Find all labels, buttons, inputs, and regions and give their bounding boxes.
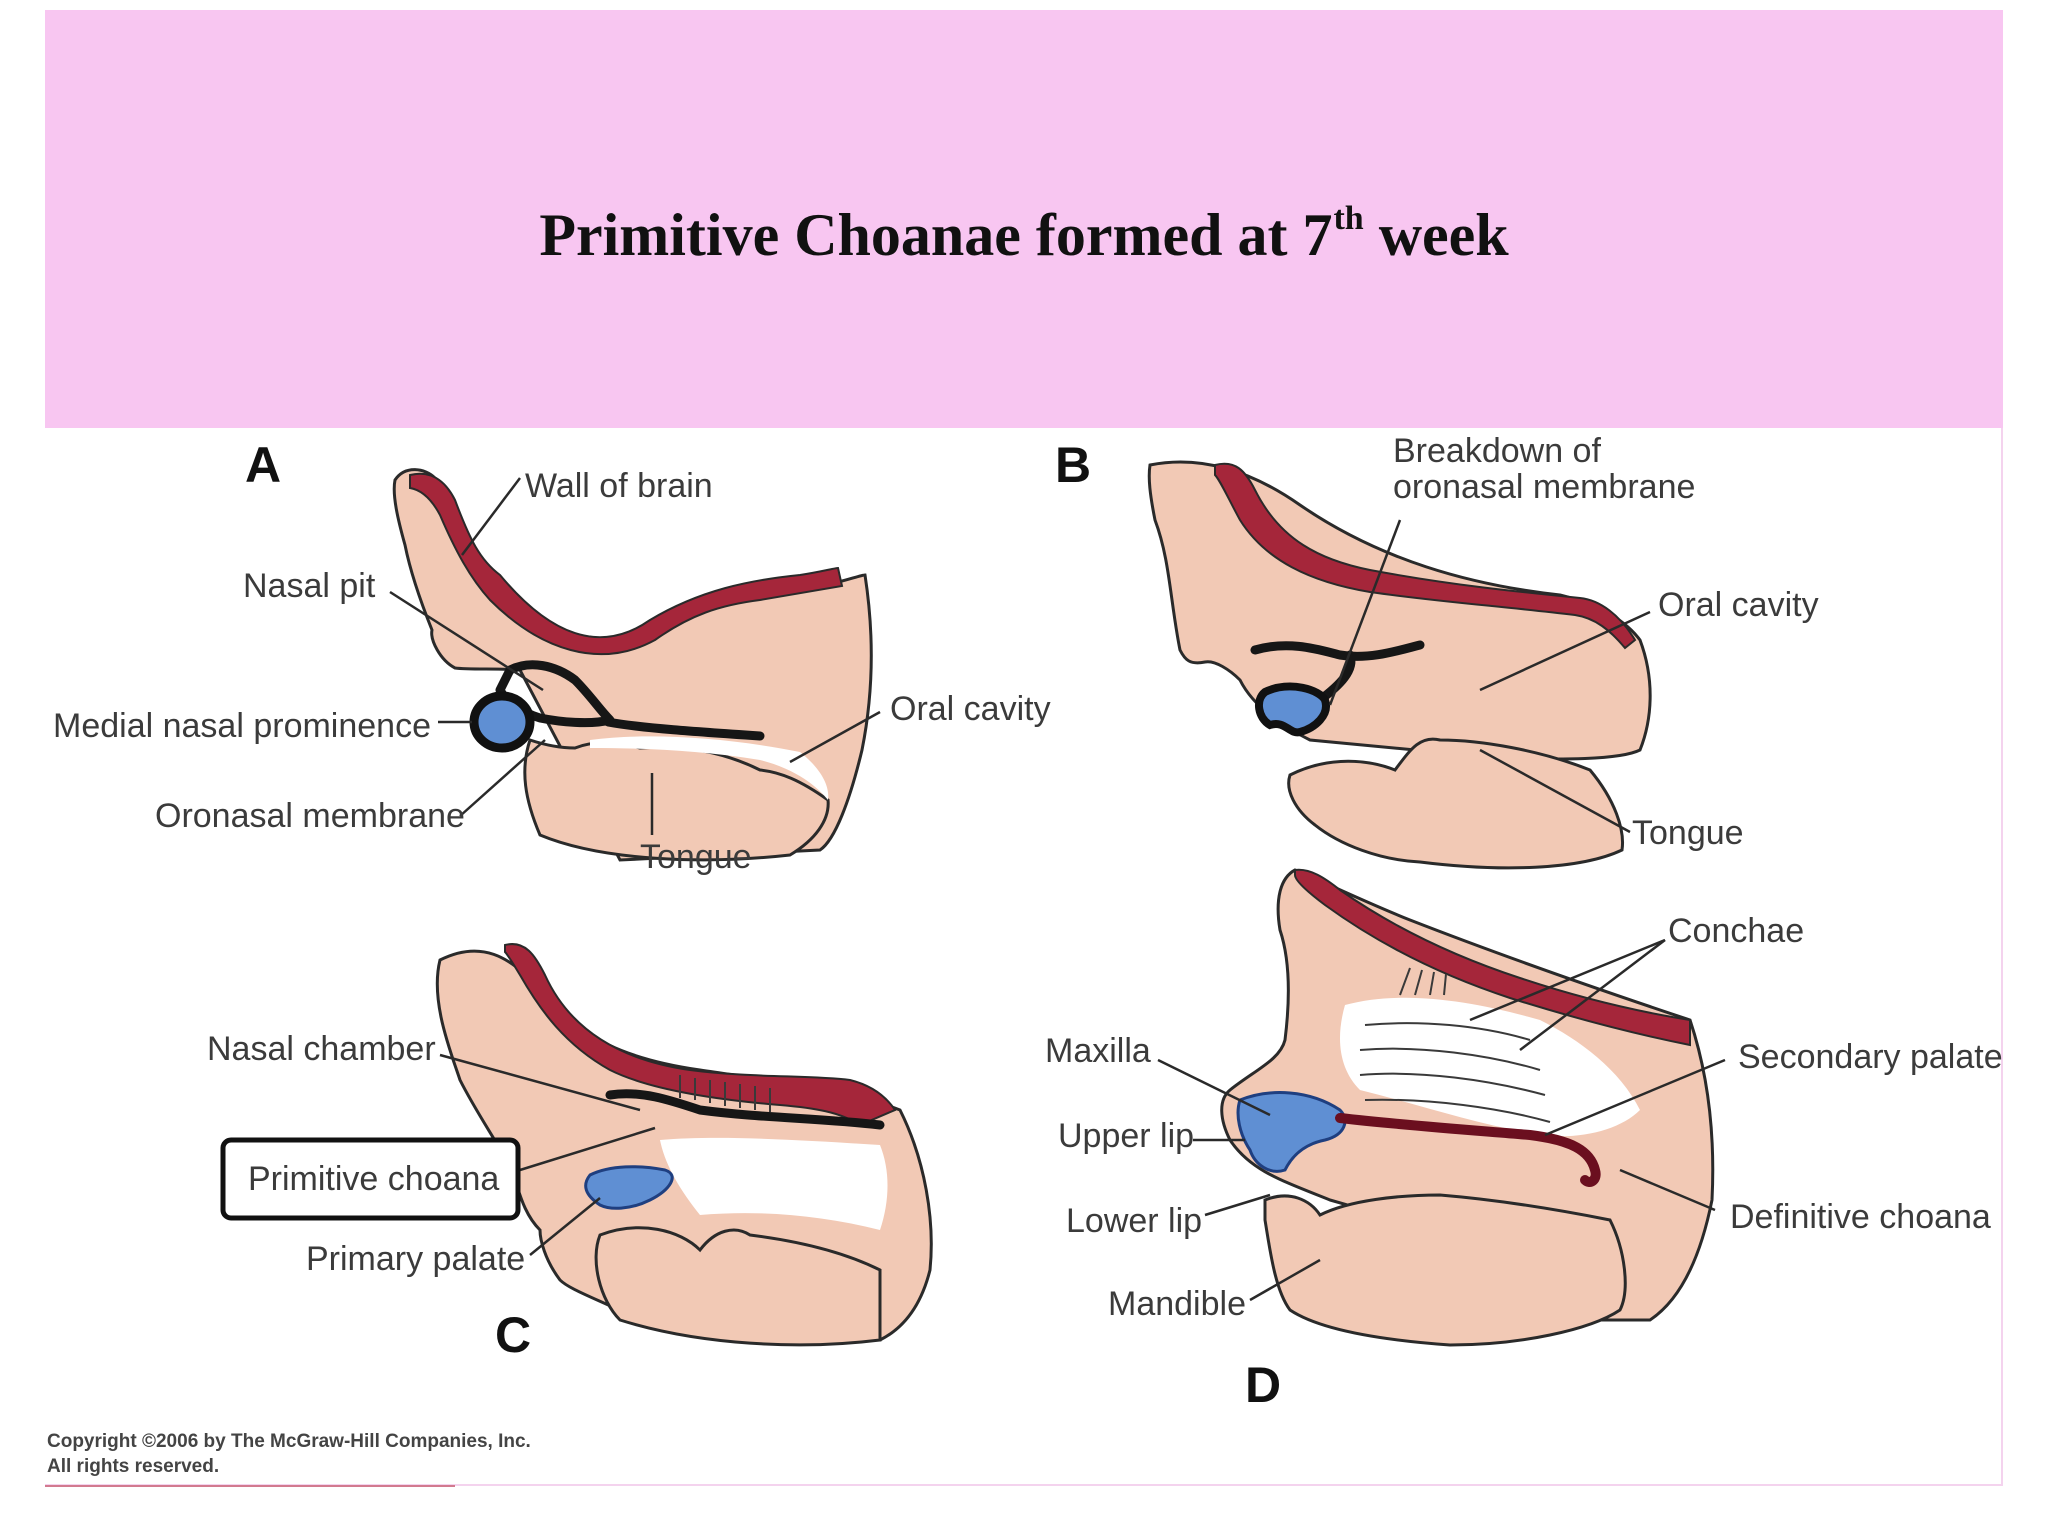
label-medial-nasal-prominence: Medial nasal prominence — [53, 707, 431, 745]
panel-d-leader-maxilla — [1157, 1058, 1271, 1117]
panel-a-leader-oral-cavity — [789, 710, 881, 764]
panel-d-leader-definitive-choana — [1619, 1168, 1716, 1212]
panel-d-nasal-white — [1340, 997, 1640, 1137]
label-tongue-a: Tongue — [640, 838, 752, 876]
panel-d-secondary-palate — [1335, 1113, 1601, 1187]
title-main: Primitive Choanae formed at 7 — [539, 202, 1333, 268]
label-breakdown-line1: Breakdown of — [1393, 432, 1601, 470]
copyright-line1: Copyright ©2006 by The McGraw-Hill Compa… — [47, 1431, 531, 1452]
panel-d-letter: D — [1245, 1357, 1281, 1413]
panel-d-leader-secondary-palate — [1544, 1058, 1726, 1137]
label-oral-cavity-a: Oral cavity — [890, 690, 1051, 728]
primitive-choana-highlight-box — [220, 1137, 521, 1221]
label-conchae: Conchae — [1668, 912, 1804, 950]
panel-a-leader-wall-of-brain — [461, 477, 521, 556]
panel-b-letter: B — [1055, 437, 1091, 493]
label-oronasal-membrane: Oronasal membrane — [155, 797, 465, 835]
panel-a-oronasal-line — [603, 717, 765, 741]
panel-d-leader-mandible — [1249, 1258, 1321, 1302]
panel-b-leader-breakdown — [1328, 519, 1402, 706]
label-mandible: Mandible — [1108, 1285, 1246, 1323]
label-oral-cavity-b: Oral cavity — [1658, 586, 1819, 624]
panel-d-brain-wall — [1294, 868, 1691, 1047]
title-superscript: th — [1333, 200, 1364, 237]
label-tongue-b: Tongue — [1632, 814, 1744, 852]
panel-a-leader-nasal-pit — [389, 590, 544, 692]
title-band: Primitive Choanae formed at 7th week — [45, 10, 2003, 428]
label-breakdown-line2: oronasal membrane — [1393, 468, 1695, 506]
panel-c-primitive-choana-white — [660, 1137, 888, 1230]
panel-a-letter: A — [245, 437, 281, 493]
panel-b-leader-tongue — [1479, 748, 1631, 834]
label-maxilla: Maxilla — [1045, 1032, 1151, 1070]
panel-a-brain-wall — [409, 472, 844, 656]
panel-b-oronasal-dark — [1250, 640, 1425, 661]
panel-c-leader-primary-palate — [529, 1197, 601, 1256]
panel-c: C Nasal chamber Primitive choana Primary… — [207, 943, 933, 1363]
panel-b-brain-wall — [1214, 462, 1637, 650]
label-lower-lip: Lower lip — [1066, 1202, 1202, 1240]
label-secondary-palate: Secondary palate — [1738, 1038, 2003, 1076]
panel-d-leader-conchae-1 — [1469, 938, 1666, 1022]
label-wall-of-brain: Wall of brain — [525, 467, 713, 505]
panel-c-ridges — [679, 1075, 771, 1112]
panel-c-letter: C — [495, 1307, 531, 1363]
panel-c-nasal-chamber-dark — [605, 1089, 885, 1130]
panel-a-oral-cavity-white — [590, 736, 829, 800]
label-primitive-choana: Primitive choana — [248, 1160, 499, 1198]
panel-b-prominence-shape — [1255, 682, 1330, 737]
panel-a: A Wall of brain Nasal pit Medial nasal p… — [53, 437, 1051, 876]
panel-a-leader-oronasal — [459, 739, 546, 817]
label-nasal-pit: Nasal pit — [243, 567, 376, 605]
figure-panel — [45, 428, 2003, 1486]
slide-title: Primitive Choanae formed at 7th week — [45, 200, 2003, 270]
panel-c-leader-nasal-chamber — [439, 1053, 641, 1112]
panel-c-lower-tissue — [594, 1226, 882, 1347]
panel-b-tongue — [1287, 737, 1625, 870]
label-definitive-choana: Definitive choana — [1730, 1198, 1991, 1236]
panel-d: D Conchae Maxilla Secondary palate Upper… — [1045, 868, 2003, 1413]
label-primary-palate: Primary palate — [306, 1240, 525, 1278]
panel-d-conchae-lines — [1359, 967, 1551, 1123]
panel-a-medial-nasal-prominence-shape — [469, 691, 535, 753]
panel-b: B Breakdown of oronasal membrane Oral ca… — [1055, 432, 1819, 870]
label-nasal-chamber: Nasal chamber — [207, 1030, 436, 1068]
copyright-line2: All rights reserved. — [47, 1456, 219, 1477]
panel-d-leader-conchae-2 — [1519, 939, 1666, 1051]
label-upper-lip: Upper lip — [1058, 1117, 1194, 1155]
panel-b-leader-oral-cavity — [1479, 610, 1651, 692]
title-suffix: week — [1363, 202, 1509, 268]
panel-d-mandible — [1263, 1193, 1627, 1347]
panel-d-leader-lower-lip — [1204, 1193, 1271, 1217]
panel-c-leader-primitive-choana — [519, 1126, 656, 1172]
panel-c-primary-palate-shape — [584, 1165, 674, 1210]
